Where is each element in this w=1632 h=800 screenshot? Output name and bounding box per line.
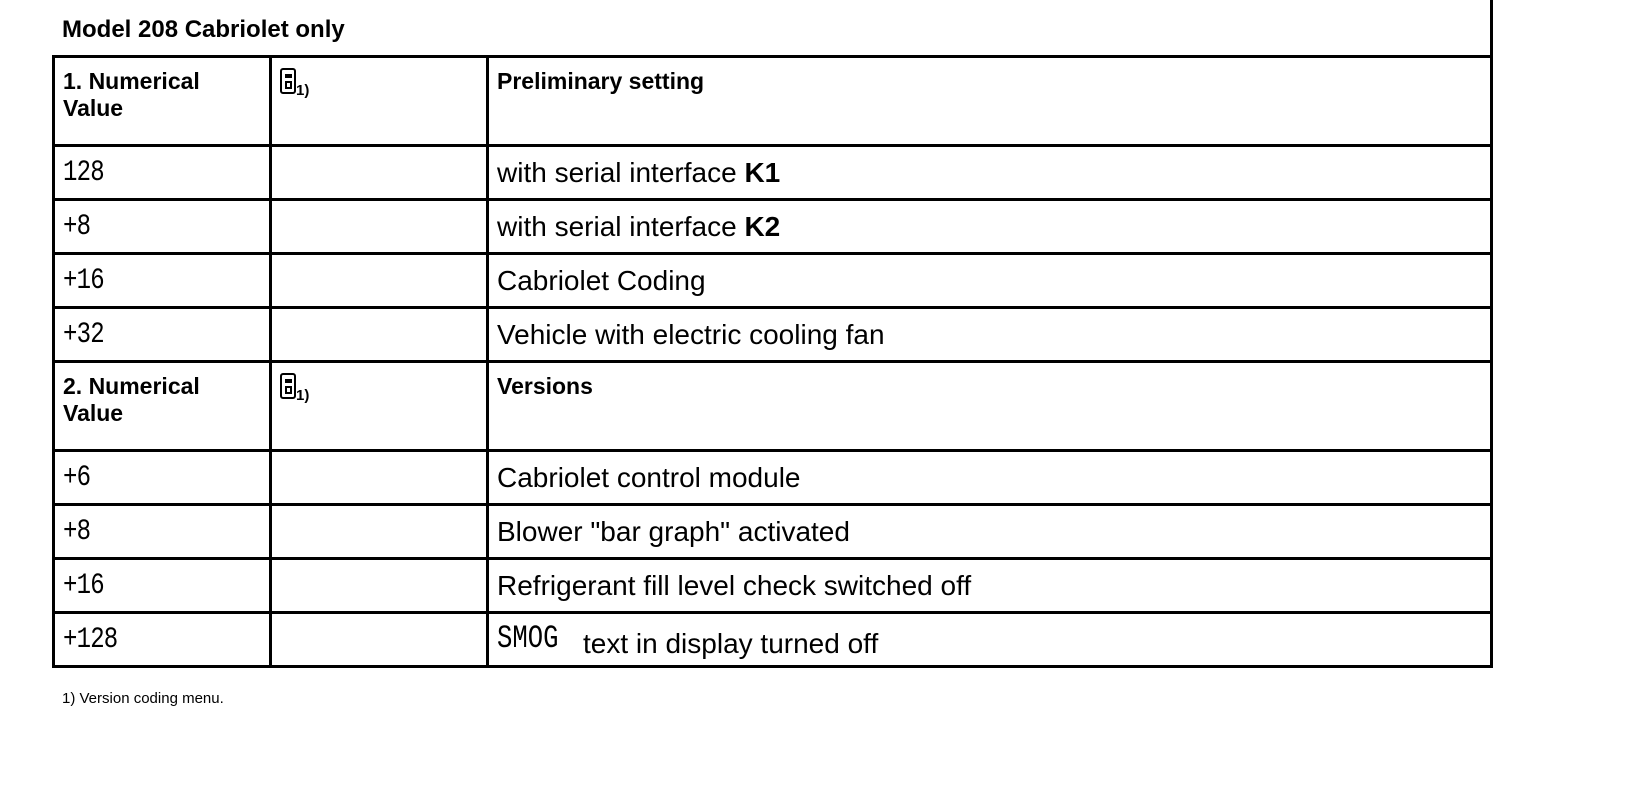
empty-cell	[269, 503, 489, 560]
empty-cell	[269, 306, 489, 363]
table-row: +8 Blower "bar graph" activated	[52, 503, 1493, 560]
empty-cell	[269, 449, 489, 506]
row-text: Blower "bar graph" activated	[497, 515, 850, 547]
row-text: Cabriolet control module	[497, 461, 801, 493]
code-value: 128	[63, 156, 105, 190]
empty-cell	[269, 611, 489, 668]
display-segment-text: SMOG	[497, 619, 559, 657]
row-text: with serial interface	[497, 156, 745, 188]
section-header: 1. Numerical Value 1) Preliminary settin…	[52, 55, 1493, 147]
header-description: Preliminary setting	[486, 55, 1493, 147]
row-bold: K2	[744, 210, 781, 242]
empty-cell	[269, 252, 489, 309]
row-bold: K1	[744, 156, 781, 188]
code-value: +16	[63, 264, 105, 298]
empty-cell	[269, 144, 489, 201]
footnote-ref: 1)	[296, 387, 310, 404]
section-header: 2. Numerical Value 1) Versions	[52, 360, 1493, 452]
footnote: 1) Version coding menu.	[62, 690, 224, 707]
version-coding-device-icon	[280, 373, 296, 399]
coding-table: 1. Numerical Value 1) Preliminary settin…	[52, 55, 1493, 668]
version-coding-device-icon	[280, 68, 296, 94]
row-text: with serial interface	[497, 210, 745, 242]
code-value: +8	[63, 210, 91, 244]
code-value: +32	[63, 318, 105, 352]
table-row: +16 Cabriolet Coding	[52, 252, 1493, 309]
table-row: +16 Refrigerant fill level check switche…	[52, 557, 1493, 614]
title-row: Model 208 Cabriolet only	[52, 0, 1493, 55]
code-value: +128	[63, 623, 118, 657]
empty-cell	[269, 557, 489, 614]
table-row: +6 Cabriolet control module	[52, 449, 1493, 506]
empty-cell	[269, 198, 489, 255]
header-description: Versions	[486, 360, 1493, 452]
row-text: Vehicle with electric cooling fan	[497, 318, 885, 350]
header-numerical-value: 2. Numerical Value	[52, 360, 272, 452]
table-row: 128 with serial interface K1	[52, 144, 1493, 201]
footnote-ref: 1)	[296, 82, 310, 99]
row-text: Refrigerant fill level check switched of…	[497, 569, 972, 601]
row-text: text in display turned off	[583, 627, 879, 659]
header-icon-cell: 1)	[269, 55, 489, 147]
table-row: +128 SMOG text in display turned off	[52, 611, 1493, 668]
table-title: Model 208 Cabriolet only	[62, 16, 345, 43]
table-row: +32 Vehicle with electric cooling fan	[52, 306, 1493, 363]
code-value: +16	[63, 569, 105, 603]
code-value: +6	[63, 461, 91, 495]
header-numerical-value: 1. Numerical Value	[52, 55, 272, 147]
code-value: +8	[63, 515, 91, 549]
table-row: +8 with serial interface K2	[52, 198, 1493, 255]
header-icon-cell: 1)	[269, 360, 489, 452]
row-text: Cabriolet Coding	[497, 264, 706, 296]
